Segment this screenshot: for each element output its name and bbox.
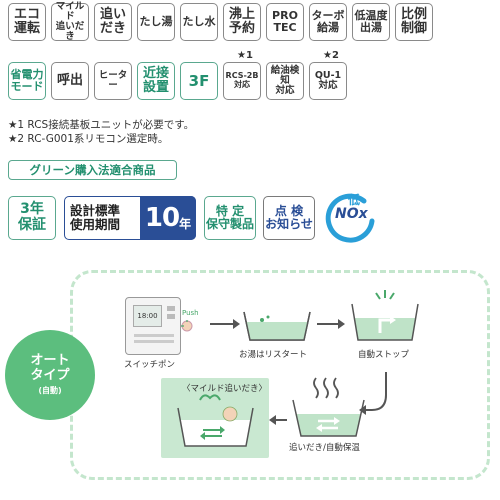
feature-badge: 比例 制御	[395, 3, 433, 41]
tenken-oshirase-badge: 点 検 お知らせ	[263, 196, 315, 240]
green-purchase-label: グリーン購入法適合商品	[8, 160, 177, 180]
feature-badge: ターボ 給湯	[309, 3, 347, 41]
auto-stop-caption: 自動ストップ	[358, 350, 410, 360]
low-nox-text: NOx	[335, 206, 368, 222]
push-label: Push	[182, 309, 199, 317]
feature-badge: マイルド 追いだき	[51, 1, 89, 42]
tokutei-hoshu-badge: 特 定 保守製品	[204, 196, 256, 240]
footnote-star: ★1	[237, 50, 253, 61]
design-life-years: 10 年	[140, 196, 196, 240]
remote-display: 18:00	[133, 305, 162, 327]
mild-reheat-title: 〈マイルド追いだき〉	[182, 384, 268, 394]
feature-badge: たし湯	[137, 3, 175, 41]
feature-badge: PRO TEC	[266, 3, 304, 41]
note-1: ★1 RCS接続基板ユニットが必要です。	[8, 119, 195, 131]
feature-badge: 省電力 モード	[8, 62, 46, 100]
design-life-label: 設計標準 使用期間	[64, 196, 196, 240]
auto-type-label: オート タイプ	[30, 352, 70, 383]
feature-badge: RCS-2B 対応	[223, 62, 261, 100]
remote-button-row	[134, 340, 174, 343]
feature-badge: QU-1 対応	[309, 62, 347, 100]
remote-controller: 18:00	[125, 297, 181, 355]
switch-on-caption: スイッチポン	[124, 360, 176, 370]
remote-button	[167, 306, 175, 311]
low-nox-low: 低	[348, 193, 361, 207]
remote-button-row	[134, 334, 174, 337]
restart-caption: お湯はリスタート	[239, 350, 308, 360]
footnote-star: ★2	[323, 50, 339, 61]
feature-badge: 沸上 予約	[223, 3, 261, 41]
years-number: 10	[144, 203, 180, 233]
years-unit: 年	[179, 216, 192, 231]
warranty-badge: 3年 保証	[8, 196, 56, 240]
remote-button	[167, 314, 175, 319]
design-life-badge: 設計標準 使用期間 10 年	[64, 196, 196, 240]
auto-type-sub: (自動)	[38, 386, 62, 396]
auto-type-circle: オート タイプ (自動)	[5, 330, 95, 420]
note-2: ★2 RC-G001系リモコン選定時。	[8, 133, 169, 145]
push-finger-icon	[180, 318, 194, 332]
feature-badge: 低温度 出湯	[352, 3, 390, 41]
feature-badge: 給油検知 対応	[266, 62, 304, 100]
feature-badge: 3F	[180, 62, 218, 100]
feature-badge: ヒーター	[94, 62, 132, 100]
reheat-keepwarm-caption: 追いだき/自動保温	[289, 443, 360, 453]
feature-badge: 呼出	[51, 62, 89, 100]
low-nox-logo: 低 NOx	[318, 191, 382, 245]
feature-badge: エコ 運転	[8, 3, 46, 41]
feature-badge: 追い だき	[94, 3, 132, 41]
feature-badge: 近接 設置	[137, 62, 175, 100]
feature-badge: たし水	[180, 3, 218, 41]
